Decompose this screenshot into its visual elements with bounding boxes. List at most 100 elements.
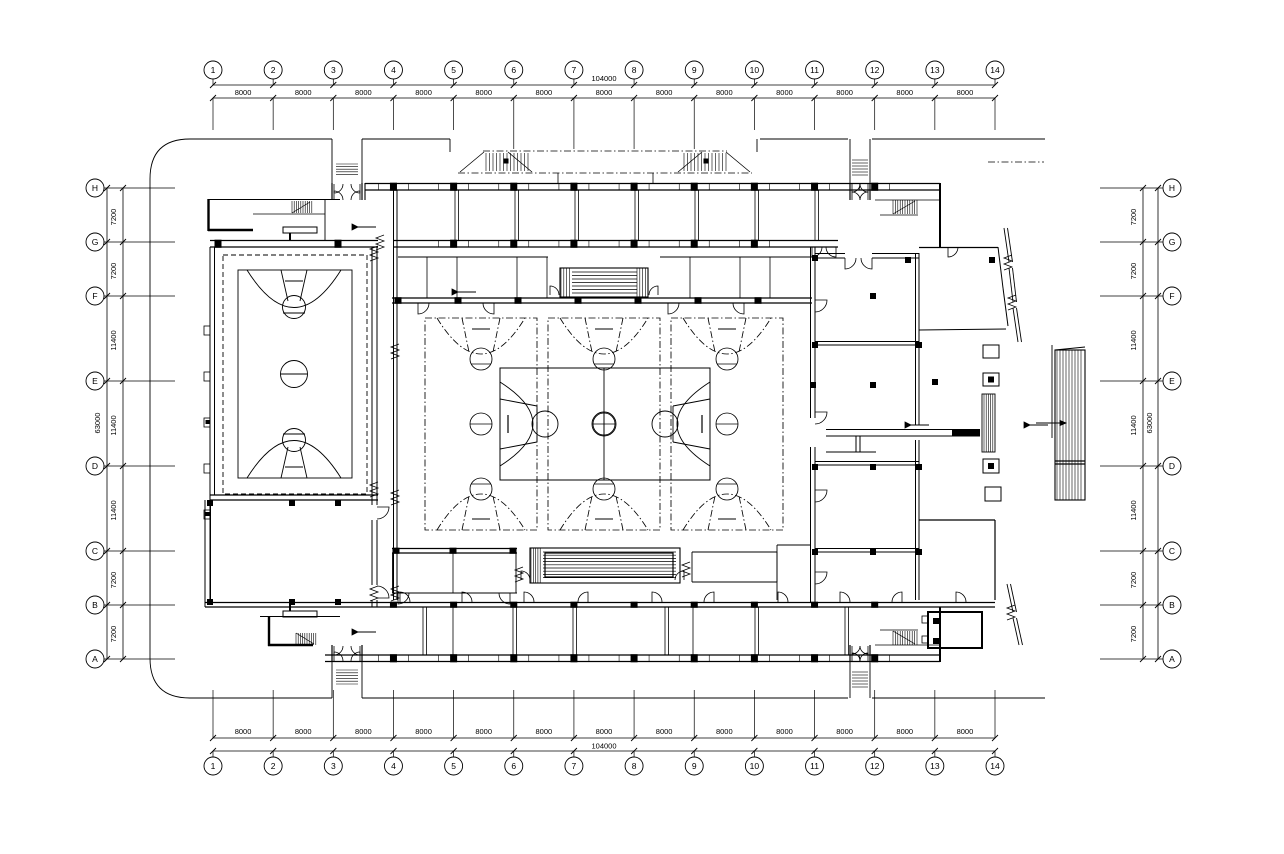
- span-dim-label: 11400: [1129, 500, 1138, 520]
- grid-row-label: H: [1169, 183, 1175, 193]
- dim-tick: [1154, 377, 1162, 385]
- total-dim-label: 63000: [93, 413, 102, 434]
- door-swing: [397, 592, 410, 605]
- line: [299, 269, 308, 302]
- dim-tick: [751, 94, 758, 102]
- wall-break-symbol: [368, 245, 380, 262]
- path: [246, 269, 342, 308]
- door-swing: [333, 190, 344, 201]
- door-swing: [825, 246, 837, 258]
- door-swing: [651, 591, 663, 603]
- span-dim-label: 11400: [109, 330, 118, 350]
- span-dim-label: 11400: [109, 415, 118, 435]
- door-swing: [333, 651, 344, 662]
- grid-column-label: 3: [331, 761, 336, 771]
- line: [1016, 617, 1023, 646]
- section-marker: [451, 288, 459, 296]
- dim-tick: [269, 94, 277, 102]
- dim-tick: [103, 377, 111, 385]
- door-swing: [399, 591, 411, 603]
- span-dim-label: 7200: [109, 263, 118, 280]
- span-dim-label: 8000: [355, 727, 372, 736]
- building-walls: [203, 182, 1009, 663]
- section-marker: [904, 421, 912, 429]
- line: [615, 495, 624, 531]
- wall-break-symbol: [389, 343, 401, 360]
- door-swing: [376, 585, 390, 599]
- column-block: [932, 379, 938, 385]
- dim-tick: [1139, 547, 1147, 555]
- dim-tick: [630, 81, 638, 89]
- column-block: [916, 342, 922, 348]
- platform: [282, 226, 318, 234]
- wall-column: [630, 182, 638, 191]
- door-swing: [839, 591, 851, 603]
- line: [1006, 583, 1014, 613]
- grid-column-label: 13: [930, 65, 940, 75]
- entrance-canopy: [458, 150, 752, 183]
- column-block: [205, 420, 210, 424]
- path: [682, 493, 772, 531]
- door-swing: [482, 302, 495, 315]
- line: [707, 495, 716, 531]
- dim-tick: [103, 184, 111, 192]
- line: [738, 495, 747, 531]
- dim-tick: [510, 747, 518, 755]
- total-dim-label: 104000: [591, 74, 616, 83]
- wall-column: [509, 547, 517, 554]
- column-block: [205, 512, 210, 516]
- dim-tick: [871, 94, 879, 102]
- span-dim-label: 8000: [355, 88, 372, 97]
- door-swing: [860, 257, 873, 270]
- circle: [469, 347, 493, 371]
- column-block: [289, 599, 295, 605]
- dim-tick: [931, 747, 939, 755]
- wall-column: [389, 601, 397, 608]
- wall-column: [694, 297, 702, 304]
- column-block: [810, 382, 816, 388]
- grid-column-label: 12: [870, 65, 880, 75]
- wall-column: [570, 182, 578, 191]
- dim-tick: [811, 94, 818, 102]
- rect: [984, 486, 1002, 502]
- line: [918, 328, 1007, 331]
- grid-column-label: 10: [750, 65, 760, 75]
- span-dim-label: 7200: [1129, 626, 1138, 643]
- line: [461, 317, 470, 353]
- grid-row-label: F: [1169, 291, 1174, 301]
- wall-column: [449, 547, 457, 554]
- wall-column: [450, 239, 458, 248]
- wall-column: [690, 654, 698, 663]
- wall-column: [514, 297, 522, 304]
- column-block: [503, 158, 509, 164]
- dim-tick: [1139, 292, 1147, 300]
- line: [280, 269, 289, 302]
- wall-break-symbol: [368, 585, 380, 602]
- line: [461, 495, 470, 531]
- pilaster: [203, 463, 211, 474]
- door-swing: [859, 652, 869, 662]
- rect: [921, 615, 929, 624]
- grid-column-label: 8: [632, 761, 637, 771]
- grid-column-label: 12: [870, 761, 880, 771]
- line: [997, 246, 1004, 289]
- grid-column-label: 1: [211, 65, 216, 75]
- span-dim-label: 8000: [235, 727, 252, 736]
- span-dim-label: 8000: [716, 727, 733, 736]
- dim-tick: [570, 94, 578, 102]
- total-dim-label: 63000: [1145, 413, 1154, 434]
- wall-break-symbol: [1006, 294, 1018, 311]
- dim-tick: [871, 81, 879, 89]
- dim-tick: [1139, 184, 1147, 192]
- path: [499, 381, 534, 467]
- dim-tick: [269, 81, 277, 89]
- wall-column: [690, 182, 698, 191]
- bleacher-north: [559, 267, 649, 298]
- dim-tick: [751, 734, 758, 742]
- dim-tick: [329, 81, 337, 89]
- dim-tick: [103, 547, 111, 555]
- dim-tick: [1154, 547, 1162, 555]
- span-dim-label: 7200: [1129, 572, 1138, 589]
- door-swing: [811, 246, 823, 258]
- door-swing: [674, 570, 685, 581]
